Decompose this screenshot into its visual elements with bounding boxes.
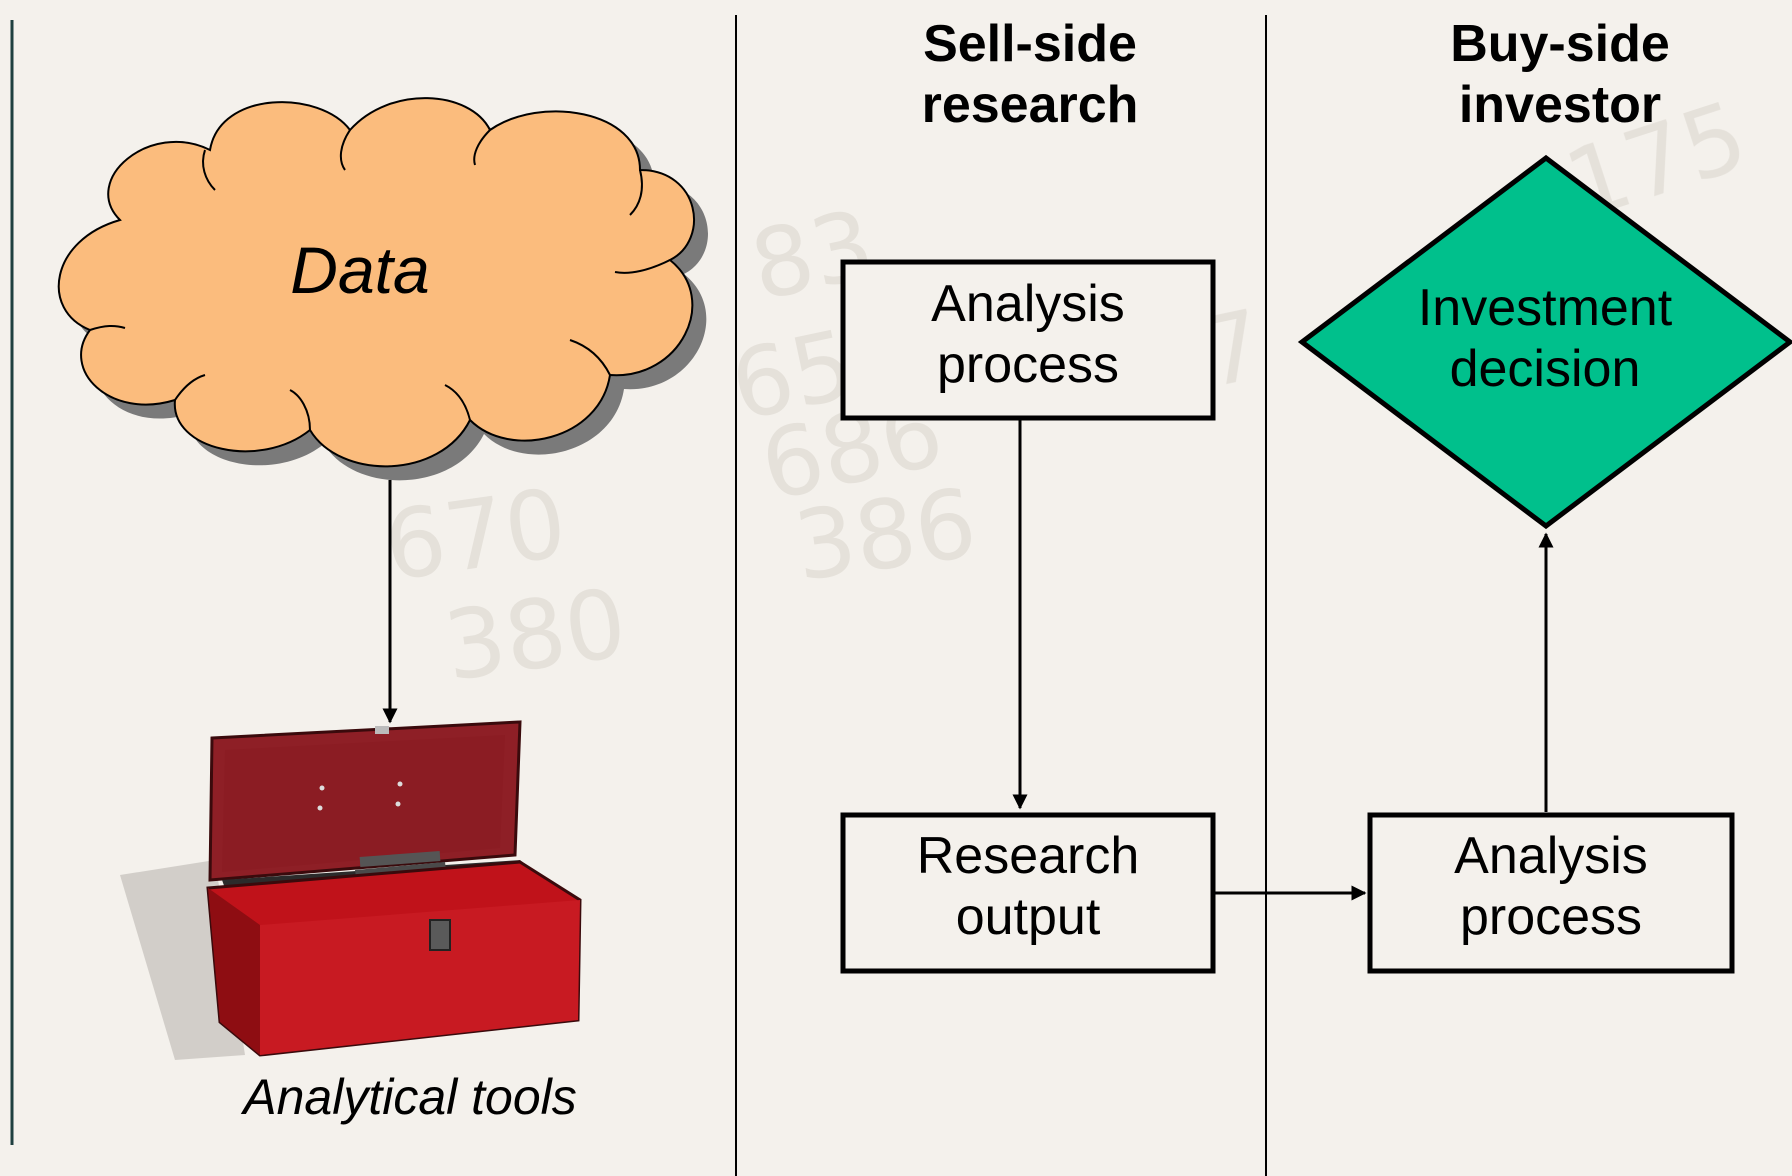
buy-analysis-line2: process [1459,888,1643,947]
sell-research-output-label: Research output [843,826,1213,949]
buy-analysis-line1: Analysis [1454,827,1648,885]
sell-research-output-box [840,812,1216,974]
sell-analysis-line2: process [936,336,1120,395]
investment-decision-line1: Investment [1417,279,1673,337]
toolbox-illustration [120,720,582,1060]
toolbox-latch [429,919,451,951]
sell-analysis-box [840,259,1216,421]
bg-number: 670 [378,469,573,603]
cloud-body [57,97,695,468]
bg-number: 386 [788,469,983,603]
sell-side-header-line1: Sell-side [923,15,1137,73]
sell-analysis-label: Analysis process [843,274,1213,397]
research-output-line2: output [955,888,1101,947]
data-cloud [57,97,708,481]
buy-side-header-line1: Buy-side [1450,15,1670,73]
buy-analysis-label: Analysis process [1370,826,1732,949]
sell-side-header: Sell-side research [880,14,1180,137]
buy-side-header: Buy-side investor [1410,14,1710,137]
research-output-line1: Research [916,827,1140,885]
sell-side-header-line2: research [921,76,1139,135]
bg-number: 380 [438,569,633,703]
cloud-label: Data [290,233,430,307]
investment-decision-label: Investment decision [1380,278,1710,401]
toolbox-caption: Analytical tools [243,1069,577,1125]
buy-side-header-line2: investor [1458,76,1662,135]
buy-analysis-box [1367,812,1735,974]
sell-analysis-line1: Analysis [931,275,1125,333]
investment-decision-diamond [1297,154,1792,530]
investment-decision-line2: decision [1449,340,1641,399]
